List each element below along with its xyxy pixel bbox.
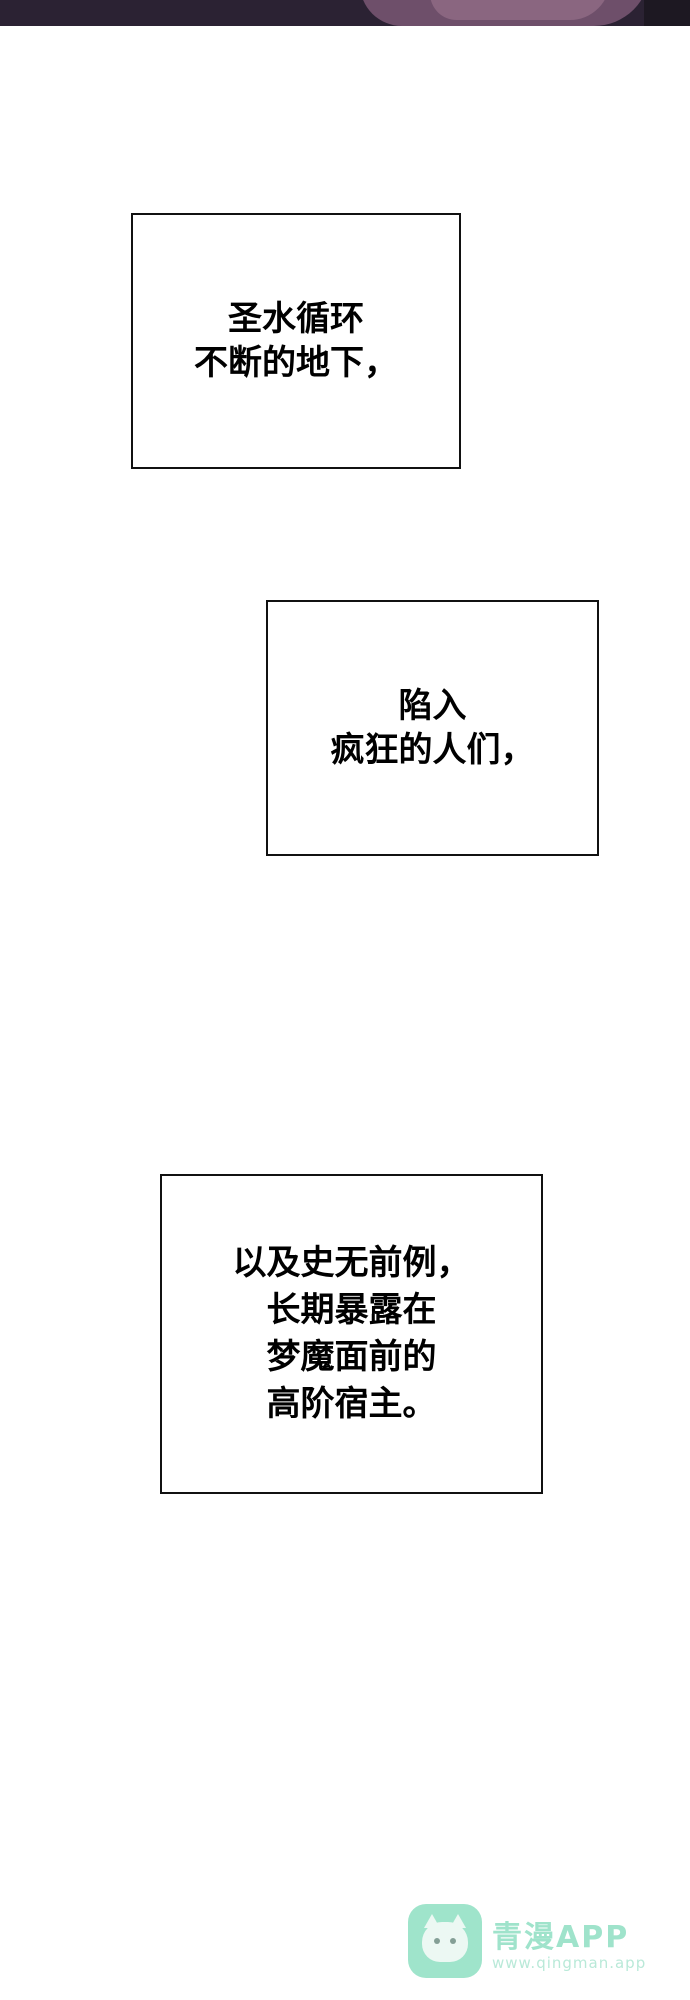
panel-shading-highlight [430, 0, 610, 20]
caption-text-2: 陷入 疯狂的人们， [330, 686, 535, 770]
watermark-url: www.qingman.app [492, 1954, 647, 1972]
caption-text-1: 圣水循环 不断的地下， [194, 299, 398, 383]
caption-box-2: 陷入 疯狂的人们， [266, 600, 599, 856]
caption-text-3: 以及史无前例， 长期暴露在 梦魔面前的 高阶宿主。 [232, 1243, 471, 1424]
caption-box-3: 以及史无前例， 长期暴露在 梦魔面前的 高阶宿主。 [160, 1174, 543, 1494]
previous-panel-fragment [0, 0, 690, 26]
cat-face-icon [408, 1904, 482, 1978]
watermark-title: 青漫APP [492, 1920, 630, 1955]
caption-box-1: 圣水循环 不断的地下， [131, 213, 461, 469]
watermark: 青漫APP www.qingman.app [408, 1904, 690, 1984]
panel-edge [644, 0, 690, 26]
